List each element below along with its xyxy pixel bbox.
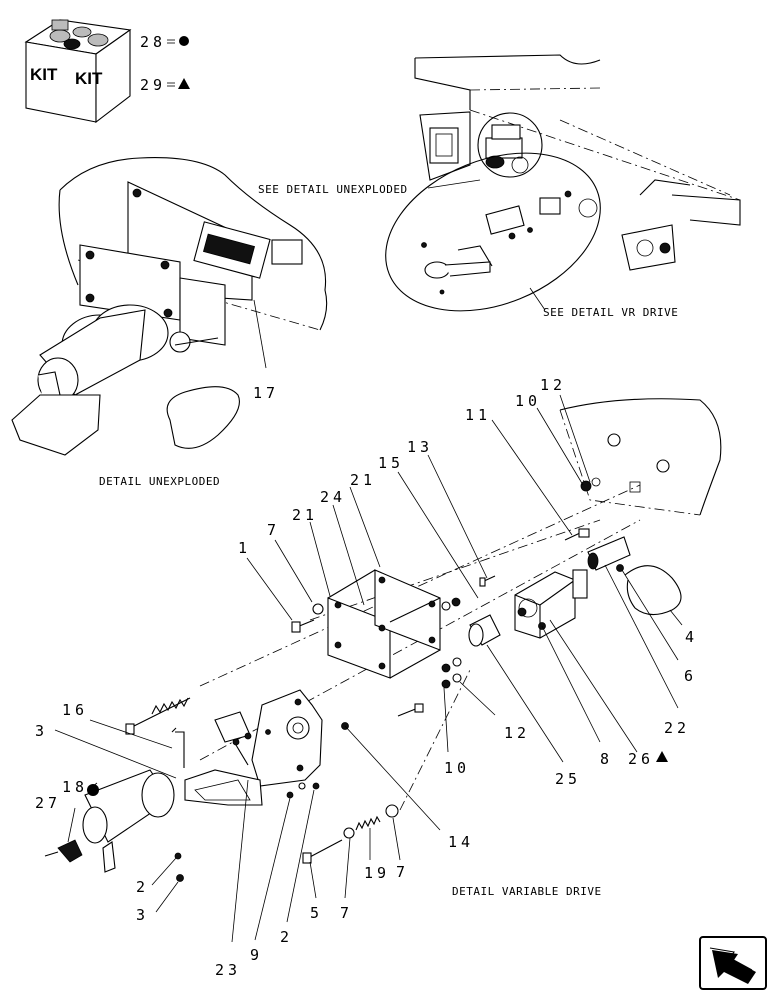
part-number-21-a: 21 (350, 471, 376, 489)
part-number-14: 14 (448, 833, 474, 851)
part-number-6: 6 (684, 667, 697, 685)
part-number-11: 11 (465, 406, 491, 424)
overview-assembly (385, 54, 741, 312)
part-number-12-top: 12 (540, 376, 566, 394)
next-page-arrow-icon[interactable] (699, 936, 767, 990)
legend-number-circle: 28 (140, 33, 166, 51)
kit-label-left: KIT (30, 65, 58, 84)
part-number-3-bottom: 3 (136, 906, 149, 924)
part-number-22: 22 (664, 719, 690, 737)
part-number-10-mid: 10 (444, 759, 470, 777)
triangle-symbol-icon (178, 78, 190, 89)
part-number-26: 26 (628, 750, 654, 768)
part-number-2-bottom: 2 (280, 928, 293, 946)
see-detail-unexploded-callout: SEE DETAIL UNEXPLODED (258, 183, 408, 196)
see-detail-vr-drive-callout: SEE DETAIL VR DRIVE (543, 306, 678, 319)
part-number-4: 4 (685, 628, 698, 646)
part-number-12-mid: 12 (504, 724, 530, 742)
detail-unexploded (11, 157, 328, 456)
part-number-7-lower: 7 (340, 904, 353, 922)
part-number-labels: 12 10 11 13 15 21 24 21 7 1 4 6 22 12 10… (35, 376, 698, 979)
part-number-7-bottom: 7 (396, 863, 409, 881)
kit-legend: 28 29 (140, 33, 190, 94)
kit-circle-marker-icon (87, 784, 99, 796)
part-number-5: 5 (310, 904, 323, 922)
detail-variable-drive-caption: DETAIL VARIABLE DRIVE (452, 885, 602, 898)
part-number-2-left: 2 (136, 878, 149, 896)
part-number-23: 23 (215, 961, 241, 979)
part-number-25: 25 (555, 770, 581, 788)
part-number-3-top: 3 (35, 722, 48, 740)
part-number-19: 19 (364, 864, 390, 882)
leader-lines (54, 394, 683, 943)
part-number-10-top: 10 (515, 392, 541, 410)
part-number-21-b: 21 (292, 506, 318, 524)
legend-number-triangle: 29 (140, 76, 166, 94)
part-number-27: 27 (35, 794, 61, 812)
detail-unexploded-caption: DETAIL UNEXPLODED (99, 475, 220, 488)
part-number-15: 15 (378, 454, 404, 472)
kit-label-right: KIT (75, 69, 103, 88)
part-number-17: 17 (253, 384, 279, 402)
circle-symbol-icon (179, 36, 189, 46)
part-number-13: 13 (407, 438, 433, 456)
part-number-16: 16 (62, 701, 88, 719)
kit-box-icon: KIT KIT (24, 19, 132, 124)
detail-variable-drive (44, 398, 722, 882)
part-number-18: 18 (62, 778, 88, 796)
part-number-8: 8 (600, 750, 613, 768)
part-number-24: 24 (320, 488, 346, 506)
part-number-7-top: 7 (267, 521, 280, 539)
part-number-9: 9 (250, 946, 263, 964)
part-number-1: 1 (238, 539, 251, 557)
kit-triangle-marker-icon (656, 751, 668, 762)
